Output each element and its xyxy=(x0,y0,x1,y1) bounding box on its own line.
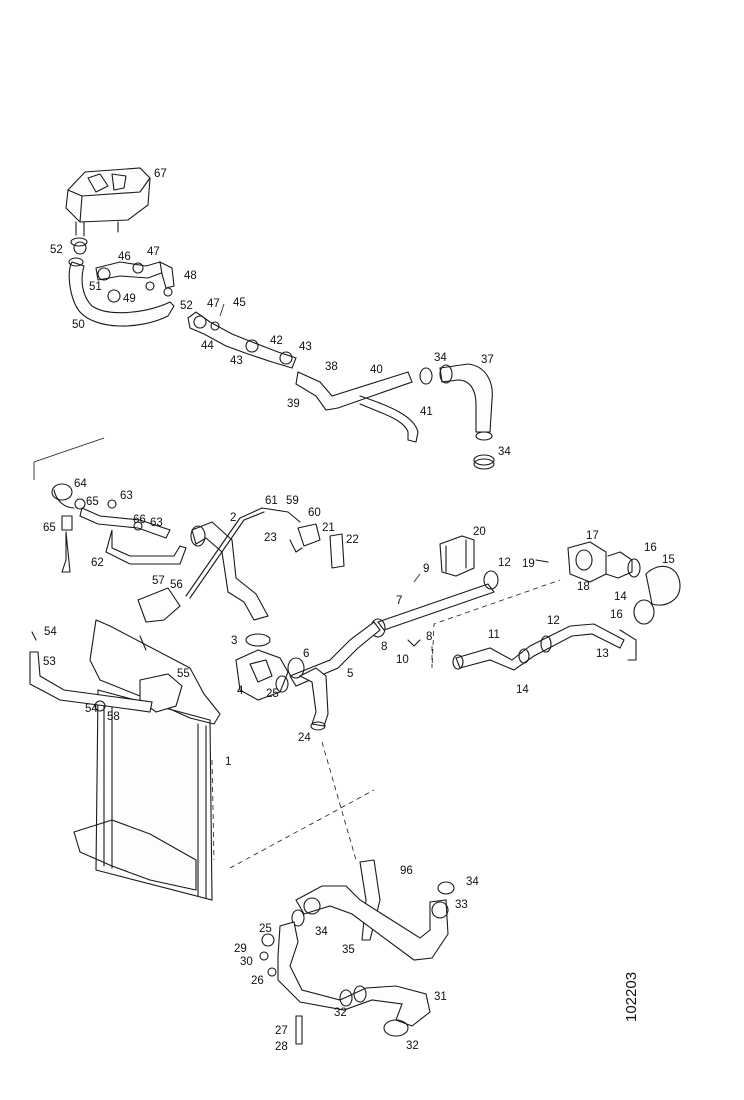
callout-43: 43 xyxy=(230,355,243,367)
callout-34: 34 xyxy=(466,876,479,888)
callout-65: 65 xyxy=(43,522,56,534)
lower-coolant-pipe-assembly xyxy=(259,741,455,1045)
callout-63: 63 xyxy=(150,517,163,529)
expansion-tank xyxy=(65,167,151,247)
callout-26: 26 xyxy=(251,975,264,987)
callout-1: 1 xyxy=(225,756,231,768)
callout-53: 53 xyxy=(43,656,56,668)
callout-54: 54 xyxy=(85,703,98,715)
mounting-bracket xyxy=(413,535,475,583)
callout-4: 4 xyxy=(237,685,244,697)
callout-31: 31 xyxy=(434,991,447,1003)
callout-2: 2 xyxy=(230,512,236,524)
section-divider xyxy=(33,437,105,480)
callout-47: 47 xyxy=(207,298,220,310)
callout-37: 37 xyxy=(481,354,494,366)
callout-25: 25 xyxy=(259,923,272,935)
callout-43: 43 xyxy=(299,341,312,353)
heater-pipe-assembly xyxy=(295,363,495,470)
callout-42: 42 xyxy=(270,335,283,347)
callout-14: 14 xyxy=(614,591,627,603)
callout-17: 17 xyxy=(586,530,599,542)
callout-56: 56 xyxy=(170,579,183,591)
callout-8: 8 xyxy=(381,641,387,653)
callout-11: 11 xyxy=(488,629,500,641)
callout-50: 50 xyxy=(72,319,85,331)
callout-12: 12 xyxy=(498,557,511,569)
callout-29: 29 xyxy=(234,943,247,955)
callout-63: 63 xyxy=(120,490,133,502)
callout-59: 59 xyxy=(286,495,299,507)
callout-3: 3 xyxy=(231,635,237,647)
thermostat-housing-right xyxy=(535,541,681,661)
callout-7: 7 xyxy=(396,595,402,607)
callout-21: 21 xyxy=(322,522,335,534)
callout-5: 5 xyxy=(347,668,353,680)
callout-10: 10 xyxy=(396,654,409,666)
callout-16: 16 xyxy=(644,542,657,554)
callout-19: 19 xyxy=(522,558,535,570)
callout-40: 40 xyxy=(370,364,383,376)
upper-radiator-hose xyxy=(185,507,345,621)
callout-44: 44 xyxy=(201,340,214,352)
callout-34: 34 xyxy=(315,926,328,938)
thermostat-housing xyxy=(235,633,329,731)
callout-32: 32 xyxy=(334,1007,347,1019)
callout-45: 45 xyxy=(233,297,246,309)
callout-6: 6 xyxy=(303,648,309,660)
coolant-pipe-main xyxy=(289,570,499,687)
callout-18: 18 xyxy=(577,581,590,593)
callout-27: 27 xyxy=(275,1025,288,1037)
callout-24: 24 xyxy=(298,732,311,744)
reference-number: 102203 xyxy=(623,972,640,1022)
callout-32: 32 xyxy=(406,1040,419,1052)
callout-51: 51 xyxy=(89,281,102,293)
radiator xyxy=(29,587,375,901)
bleed-hose-group xyxy=(51,483,187,573)
callout-58: 58 xyxy=(107,711,120,723)
callout-96: 96 xyxy=(400,865,413,877)
callout-54: 54 xyxy=(44,626,57,638)
callout-25: 25 xyxy=(266,688,279,700)
callout-60: 60 xyxy=(308,507,321,519)
callout-49: 49 xyxy=(123,293,136,305)
callout-65: 65 xyxy=(86,496,99,508)
callout-16: 16 xyxy=(610,609,623,621)
callout-38: 38 xyxy=(325,361,338,373)
callout-52: 52 xyxy=(50,244,63,256)
callout-67: 67 xyxy=(154,168,167,180)
callout-55: 55 xyxy=(177,668,190,680)
callout-34: 34 xyxy=(434,352,447,364)
callout-13: 13 xyxy=(596,648,609,660)
callout-28: 28 xyxy=(275,1041,288,1053)
callout-33: 33 xyxy=(455,899,468,911)
callout-62: 62 xyxy=(91,557,104,569)
callout-23: 23 xyxy=(264,532,277,544)
callout-66: 66 xyxy=(133,514,146,526)
callout-15: 15 xyxy=(662,554,675,566)
callout-48: 48 xyxy=(184,270,197,282)
callout-9: 9 xyxy=(423,563,429,575)
callout-35: 35 xyxy=(342,944,355,956)
callout-61: 61 xyxy=(265,495,278,507)
callout-14: 14 xyxy=(516,684,529,696)
callout-22: 22 xyxy=(346,534,359,546)
callout-41: 41 xyxy=(420,406,433,418)
coolant-pipe-right xyxy=(431,579,625,671)
callout-39: 39 xyxy=(287,398,300,410)
callout-20: 20 xyxy=(473,526,486,538)
callout-47: 47 xyxy=(147,246,160,258)
callout-30: 30 xyxy=(240,956,253,968)
callout-34: 34 xyxy=(498,446,511,458)
callout-12: 12 xyxy=(547,615,560,627)
callout-46: 46 xyxy=(118,251,131,263)
callout-52: 52 xyxy=(180,300,193,312)
heater-hose-chain xyxy=(187,303,297,369)
callout-64: 64 xyxy=(74,478,87,490)
callout-8: 8 xyxy=(426,631,432,643)
callout-57: 57 xyxy=(152,575,165,587)
upper-hose-group xyxy=(68,241,175,327)
